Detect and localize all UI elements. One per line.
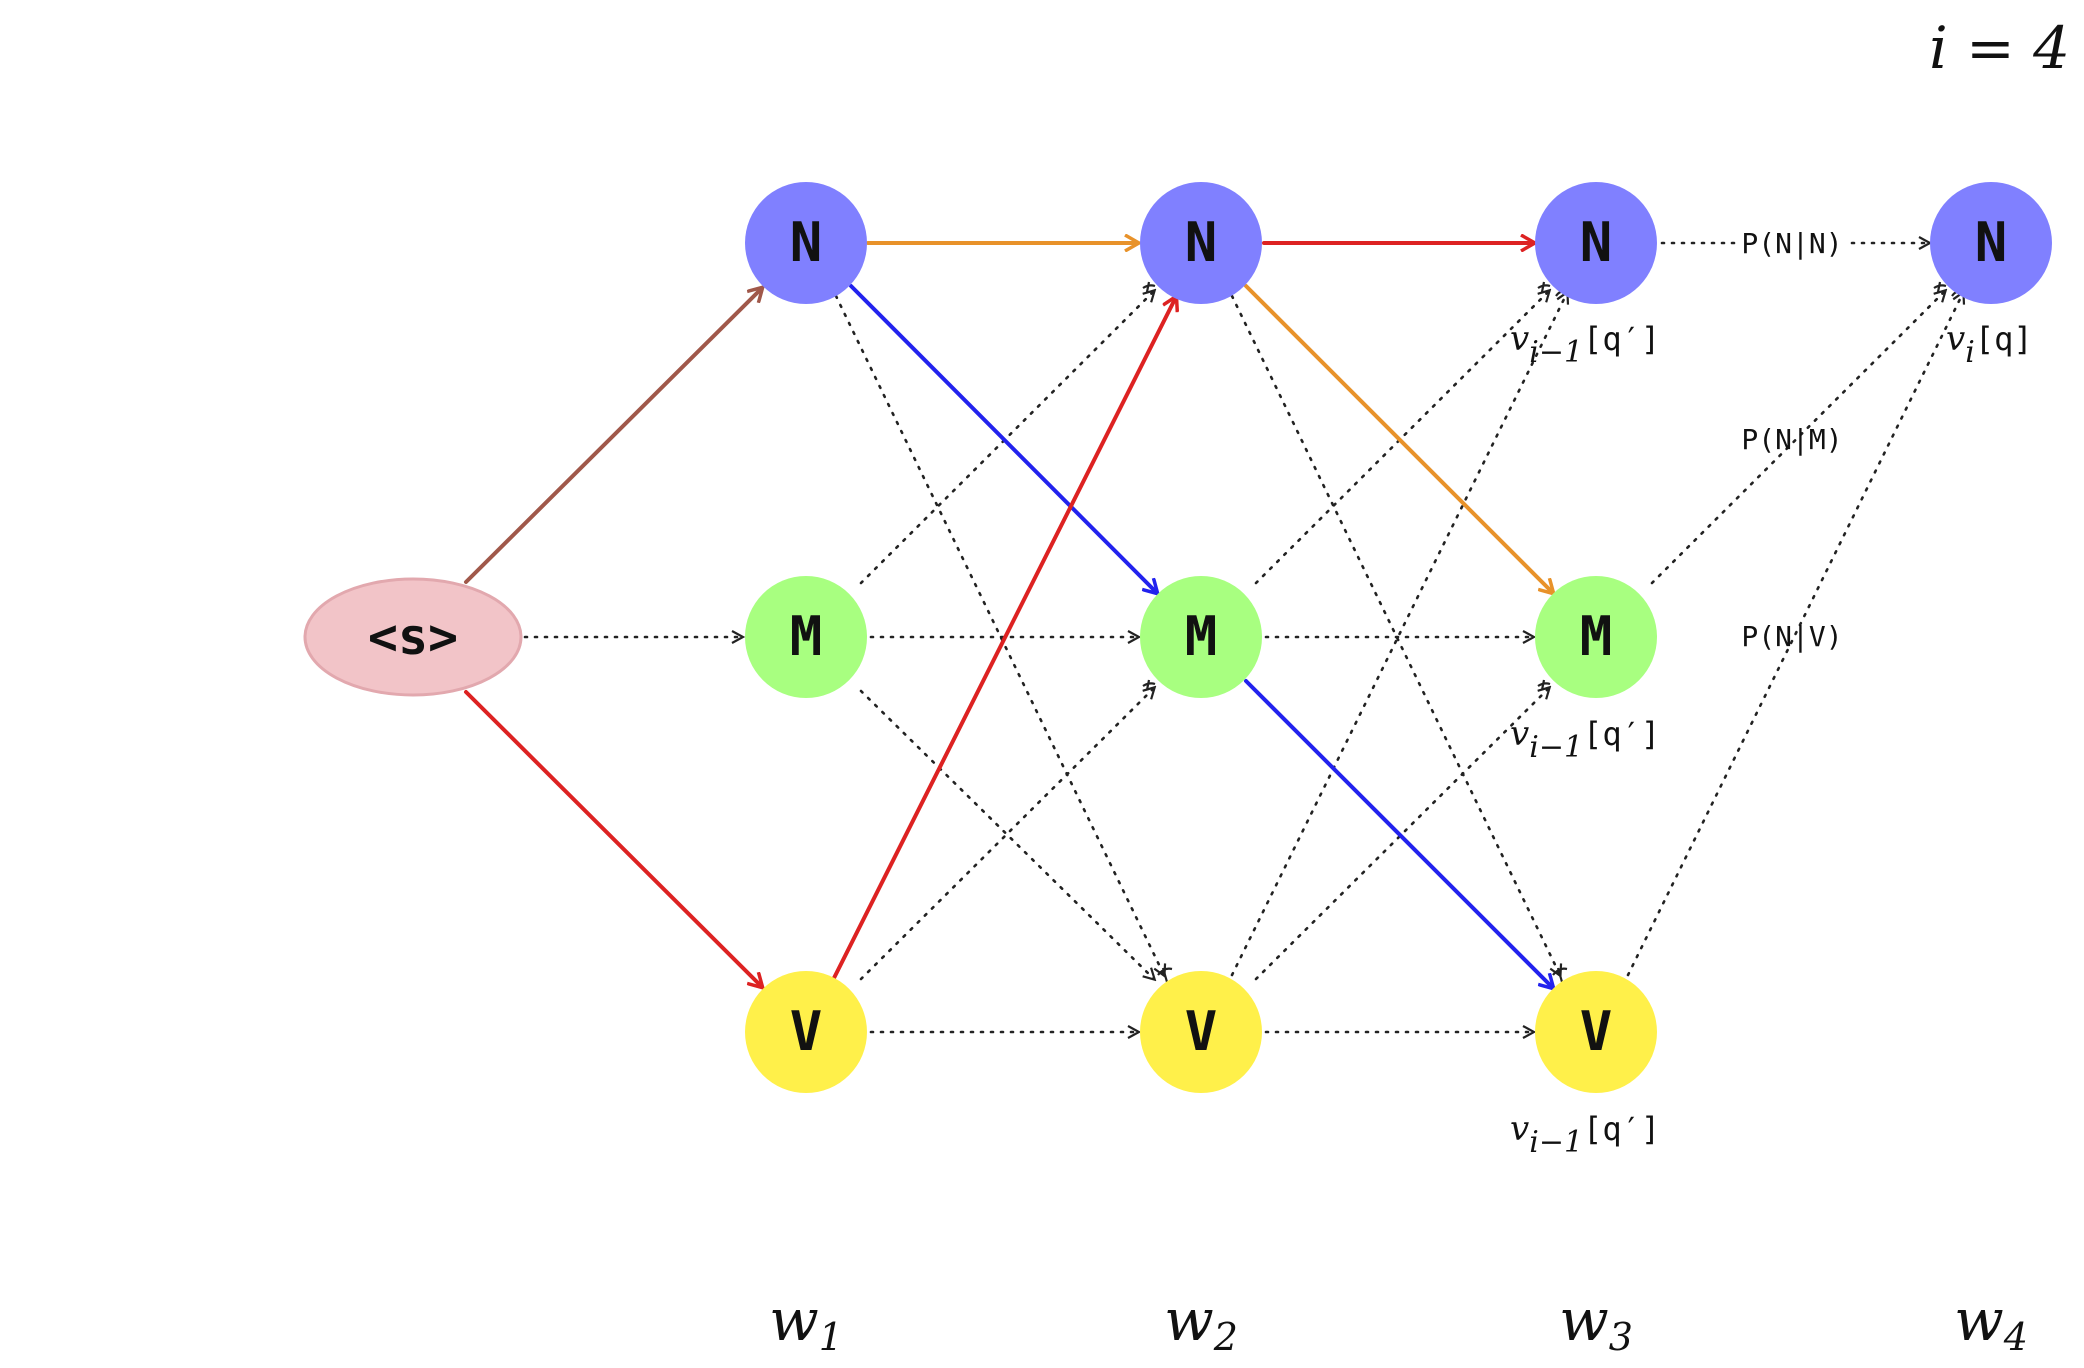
edge-M1-N2 [859, 291, 1154, 585]
start-node-label: <s> [368, 608, 458, 666]
word-w3-sub: 3 [1609, 1315, 1633, 1359]
edge-start-V1 [464, 690, 762, 987]
word-w4-base: w [1954, 1286, 2004, 1354]
edge-N2-V3 [1230, 294, 1560, 975]
score-curr-N-base: v [1946, 319, 1965, 359]
node-M-w2 [1140, 576, 1262, 698]
score-prev-N-base: v [1510, 319, 1529, 359]
score-curr-N: vi[q] [1946, 319, 2033, 370]
word-w3-base: w [1559, 1286, 1609, 1354]
prob-N-given-N: P(N|N) [1741, 227, 1842, 260]
score-prev-M-sub: i−1 [1529, 730, 1583, 765]
edge-M1-V2 [859, 689, 1154, 979]
word-w4-sub: 4 [2003, 1315, 2028, 1359]
node-M-w1-label: M [790, 605, 823, 668]
column-w4: N [1930, 182, 2052, 304]
node-M-w2-label: M [1185, 605, 1218, 668]
node-N-w1 [745, 182, 867, 304]
hook-V2 [1157, 967, 1173, 983]
highlighted-transitions [464, 243, 1553, 988]
score-prev-N-arg: [q′] [1583, 320, 1660, 358]
score-prev-N-sub: i−1 [1529, 335, 1583, 370]
node-V-w2 [1140, 971, 1262, 1093]
score-curr-N-arg: [q] [1975, 320, 2033, 358]
node-V-w1 [745, 971, 867, 1093]
node-V-w3 [1535, 971, 1657, 1093]
word-w1: w1 [769, 1286, 843, 1359]
edge-N1-M2 [849, 284, 1157, 593]
edge-V3-N4 [1626, 293, 1963, 977]
node-M-w3-label: M [1580, 605, 1613, 668]
word-labels: w1 w2 w3 w4 [769, 1286, 2028, 1359]
node-V-w3-label: V [1580, 1000, 1613, 1063]
score-prev-M-arg: [q′] [1583, 715, 1660, 753]
node-N-w3 [1535, 182, 1657, 304]
hook-N2 [1142, 281, 1156, 293]
node-N-w2 [1140, 182, 1262, 304]
column-w1: N M V [745, 182, 867, 1093]
step-label: i = 4 [1929, 14, 2070, 82]
column-w2: N M V [1140, 182, 1262, 1093]
edge-start-N1 [464, 288, 762, 584]
word-w4: w4 [1954, 1286, 2028, 1359]
word-w2-base: w [1164, 1286, 1214, 1354]
score-prev-V-sub: i−1 [1529, 1125, 1583, 1160]
word-w3: w3 [1559, 1286, 1633, 1359]
start-node: <s> [303, 577, 523, 697]
prob-N-given-V: P(N|V) [1741, 620, 1842, 653]
node-N-w1-label: N [790, 211, 823, 274]
hook-M3 [1537, 679, 1551, 691]
node-V-w2-label: V [1185, 1000, 1218, 1063]
score-prev-N: vi−1[q′] [1510, 319, 1660, 370]
edge-M3-N4 [1650, 291, 1945, 585]
hook-V3 [1552, 967, 1568, 983]
edge-M2-V3 [1244, 679, 1553, 988]
prob-NN-backdrop [1736, 226, 1848, 260]
edge-V1-N2 [832, 297, 1176, 980]
edge-V2-M3 [1254, 688, 1549, 981]
node-N-w4 [1930, 182, 2052, 304]
score-prev-V-base: v [1510, 1109, 1529, 1149]
word-w2: w2 [1164, 1286, 1238, 1359]
edge-V2-N3 [1230, 293, 1567, 977]
word-w2-sub: 2 [1213, 1315, 1238, 1359]
score-prev-V-arg: [q′] [1583, 1110, 1660, 1148]
start-node-shape [303, 577, 523, 697]
edge-N2-M3 [1244, 284, 1553, 593]
node-N-w4-label: N [1975, 211, 2008, 274]
score-prev-V: vi−1[q′] [1510, 1109, 1660, 1160]
edge-V1-M2 [859, 688, 1154, 981]
dotted-transitions [523, 243, 1963, 1032]
score-prev-M-base: v [1510, 714, 1529, 754]
word-w1-base: w [769, 1286, 819, 1354]
word-w1-sub: 1 [819, 1315, 843, 1359]
hook-M2 [1142, 679, 1156, 691]
edge-M2-N3 [1254, 291, 1549, 585]
score-curr-N-sub: i [1965, 335, 1975, 370]
score-prev-M: vi−1[q′] [1510, 714, 1660, 765]
node-N-w3-label: N [1580, 211, 1613, 274]
node-V-w1-label: V [790, 1000, 823, 1063]
node-M-w1 [745, 576, 867, 698]
node-N-w2-label: N [1185, 211, 1218, 274]
prob-N-given-M: P(N|M) [1741, 423, 1842, 456]
column-w3: N M V [1535, 182, 1657, 1093]
viterbi-score-labels: vi−1[q′] vi−1[q′] vi−1[q′] vi[q] [1510, 319, 2033, 1160]
transition-prob-labels: P(N|N) P(N|M) P(N|V) [1736, 226, 1848, 653]
node-M-w3 [1535, 576, 1657, 698]
